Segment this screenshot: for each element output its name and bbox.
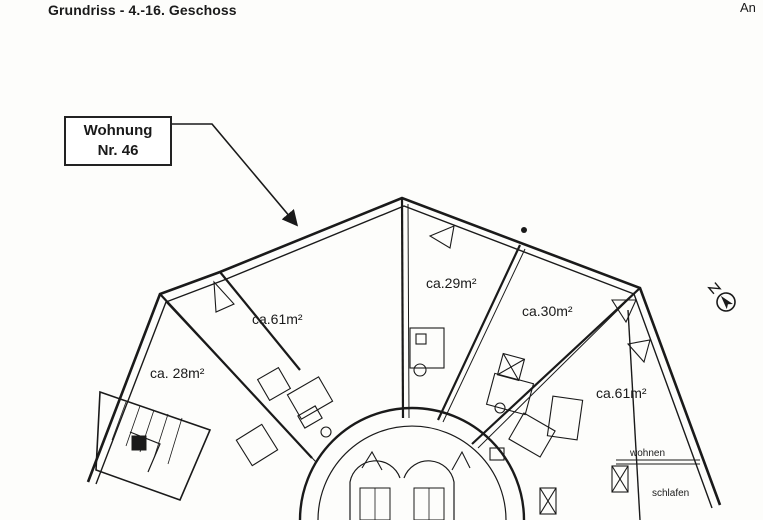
room-area-unit-c: ca.61m² [596,385,647,401]
unit-callout-box: Wohnung Nr. 46 [64,116,172,166]
room-area-unit-d: ca. 28m² [150,365,205,381]
facade-mark [521,227,527,233]
partition-walls [159,197,641,520]
outer-walls [86,196,722,509]
callout-arrow [172,123,299,227]
room-label-sleeping: schlafen [652,488,689,499]
room-area-unit-46: ca.61m² [252,311,303,327]
callout-line-1: Wohnung [83,122,153,139]
room-area-unit-b: ca.30m² [522,303,573,319]
north-arrow-icon [707,282,736,312]
central-corridor [298,406,526,520]
wet-areas [235,327,629,515]
room-area-unit-a: ca.29m² [426,275,477,291]
callout-line-2: Nr. 46 [97,142,139,159]
interior-partitions [616,459,700,465]
stair-core [95,390,212,502]
door-swings [213,225,651,471]
cropped-header-text: An [740,0,756,15]
page-title: Grundriss - 4.-16. Geschoss [48,2,237,18]
room-label-living: wohnen [629,448,665,459]
